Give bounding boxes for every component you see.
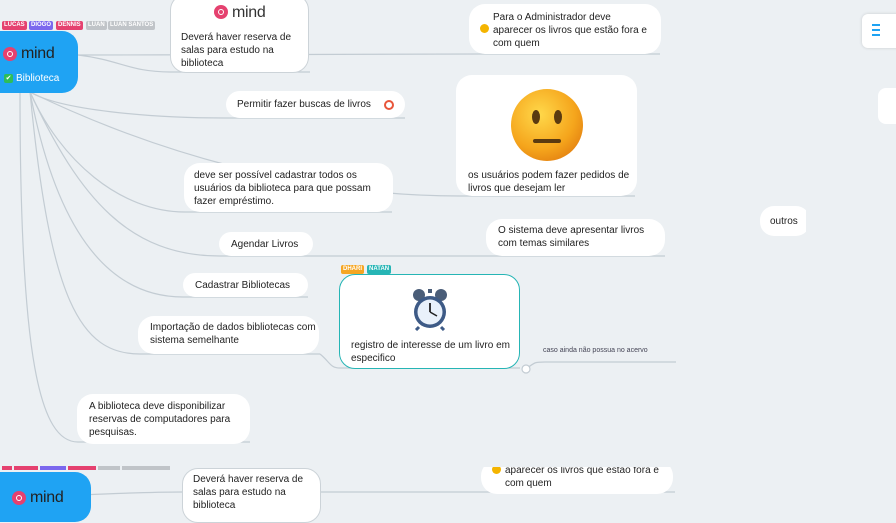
mind-logo-icon (214, 5, 228, 19)
tag-lucas: LUCAS (2, 21, 27, 30)
node-text: Permitir fazer buscas de livros (237, 99, 371, 110)
node-text: deve ser possível cadastrar todos os usu… (194, 170, 371, 207)
node-text: Deverá haver reserva de salas para estud… (181, 32, 292, 69)
node-agendar[interactable]: Agendar Livros (219, 232, 313, 256)
mind-logo-icon (3, 47, 17, 61)
root-node-biblioteca[interactable]: mind ✔ Biblioteca (0, 31, 78, 93)
target-icon (384, 100, 394, 110)
node-outros[interactable]: outros (760, 206, 810, 236)
tag-dhari: DHARI (341, 265, 364, 274)
root-title: ✔ Biblioteca (4, 73, 60, 84)
node-pedidos[interactable]: os usuários podem fazer pedidos de livro… (456, 75, 637, 196)
smiley-icon (480, 24, 489, 33)
node-mind-logo: mind (214, 4, 266, 20)
node-text: Cadastrar Bibliotecas (195, 280, 291, 291)
side-panel-edge (878, 88, 896, 124)
node-text: outros (770, 216, 798, 227)
bottom-tags-strip (0, 466, 170, 471)
node-registro-interesse[interactable]: registro de interesse de um livro em esp… (339, 274, 520, 369)
tag-luan: LUAN (86, 21, 107, 30)
overlay-mask (470, 458, 680, 467)
smiley-icon (492, 465, 501, 474)
neutral-face-icon (511, 89, 583, 161)
node-importacao[interactable]: Importação de dados bibliotecas com sist… (138, 316, 319, 354)
mind-logo: mind (3, 45, 55, 63)
tag-natan: NATAN (367, 265, 392, 274)
node-cadastrar-bibliotecas[interactable]: Cadastrar Bibliotecas (183, 273, 308, 297)
node-text: registro de interesse de um livro em esp… (351, 340, 510, 364)
side-toolbar[interactable] (862, 14, 896, 48)
node-buscas[interactable]: Permitir fazer buscas de livros (226, 91, 405, 118)
node-text: Deverá haver reserva de salas para estud… (193, 474, 304, 511)
node-computadores[interactable]: A biblioteca deve disponibilizar reserva… (77, 394, 250, 444)
alarm-clock-icon (413, 289, 447, 331)
node-text: Importação de dados bibliotecas com sist… (150, 322, 316, 346)
node-reserva-salas-copy[interactable]: Deverá haver reserva de salas para estud… (182, 468, 321, 523)
node-text: Para o Administrador deve aparecer os li… (493, 12, 647, 49)
node-livros-similares[interactable]: O sistema deve apresentar livros com tem… (486, 219, 665, 256)
tag-dennis: DENNIS (56, 21, 83, 30)
edge-label-caso: caso ainda não possua no acervo (543, 347, 648, 354)
tag-luan-santos: LUAN SANTOS (108, 21, 156, 30)
node-admin-livros[interactable]: Para o Administrador deve aparecer os li… (469, 4, 661, 54)
mind-logo: mind (12, 489, 64, 507)
mind-logo-icon (12, 491, 26, 505)
tag-diogo: DIOGO (29, 21, 54, 30)
root-node-copy[interactable]: mind (0, 472, 91, 522)
node-cadastrar-usuarios[interactable]: deve ser possível cadastrar todos os usu… (184, 163, 393, 212)
menu-icon[interactable] (872, 24, 880, 36)
node-text: A biblioteca deve disponibilizar reserva… (89, 401, 231, 438)
node-text: os usuários podem fazer pedidos de livro… (468, 170, 630, 194)
check-icon: ✔ (4, 74, 13, 83)
overlay-mask (806, 206, 896, 236)
node-text: O sistema deve apresentar livros com tem… (498, 225, 645, 249)
node-reserva-salas[interactable]: mind Deverá haver reserva de salas para … (170, 0, 309, 73)
node-text: aparecer os livros que estão fora e com … (505, 465, 659, 489)
node-text: Agendar Livros (231, 239, 299, 250)
